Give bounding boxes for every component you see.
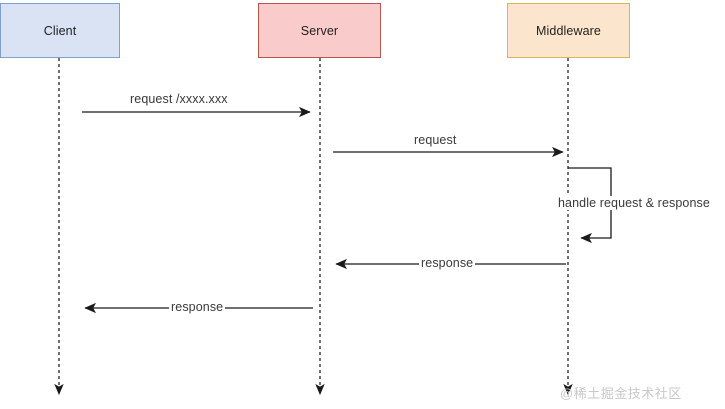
message-label-handle-request-response: handle request & response (556, 196, 712, 210)
actor-label-client: Client (43, 23, 77, 38)
actor-box-server[interactable]: Server (258, 3, 381, 58)
actor-box-client[interactable]: Client (0, 3, 120, 58)
watermark-text: @稀土掘金技术社区 (560, 386, 682, 401)
message-label-response-middleware-server: response (419, 256, 476, 270)
message-label-request-path: request /xxxx.xxx (128, 92, 230, 106)
message-label-request: request (412, 133, 459, 147)
actor-label-server: Server (300, 23, 339, 38)
lifeline-group (54, 58, 573, 396)
message-arrow-group (82, 106, 612, 314)
message-label-response-server-client: response (169, 300, 226, 314)
actor-box-middleware[interactable]: Middleware (507, 3, 630, 58)
actor-label-middleware: Middleware (536, 23, 601, 38)
